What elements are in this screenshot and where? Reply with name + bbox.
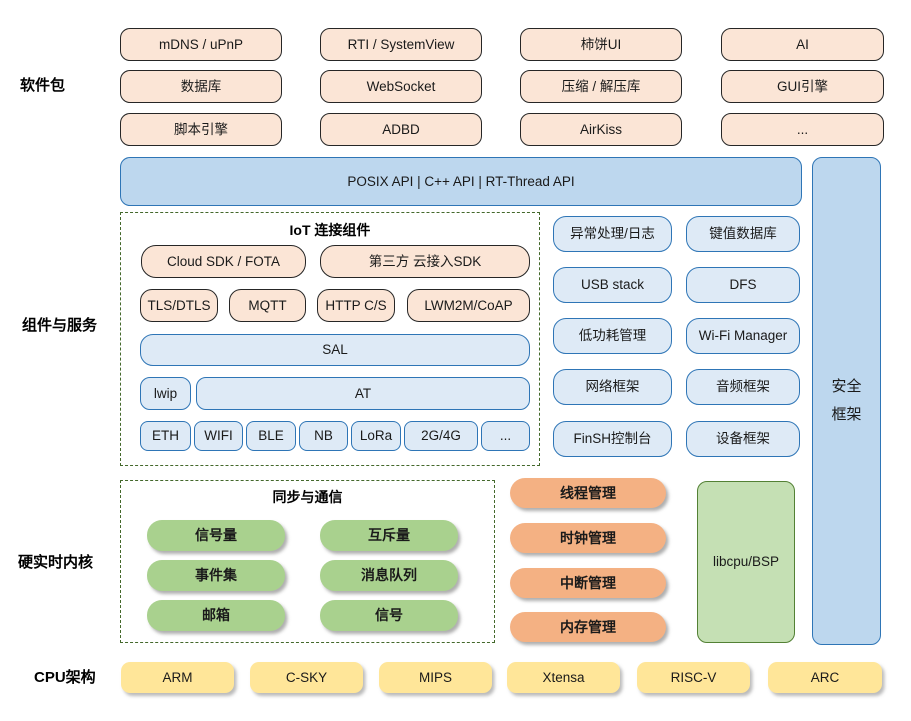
box-mutex: 互斥量 [320,520,458,551]
box-persimmon-ui: 柿饼UI [520,28,682,61]
box-mips: MIPS [379,662,492,693]
box-more-packages: ... [721,113,884,146]
box-ble: BLE [246,421,296,451]
box-nb: NB [299,421,348,451]
box-low-power-mgmt: 低功耗管理 [553,318,672,354]
box-http-cs: HTTP C/S [317,289,395,322]
box-2g-4g: 2G/4G [404,421,478,451]
section-label-software-packages: 软件包 [20,77,66,94]
box-script-engine: 脚本引擎 [120,113,282,146]
box-wifi: WIFI [194,421,243,451]
box-memory-mgmt: 内存管理 [510,612,666,642]
group-iot-title: IoT 连接组件 [289,221,371,238]
box-rti-systemview: RTI / SystemView [320,28,482,61]
box-arc: ARC [768,662,882,693]
box-mqtt: MQTT [229,289,306,322]
box-third-party-cloud-sdk: 第三方 云接入SDK [320,245,530,278]
box-compression-lib: 压缩 / 解压库 [520,70,682,103]
box-adbd: ADBD [320,113,482,146]
box-lwm2m-coap: LWM2M/CoAP [407,289,530,322]
bar-api-layer: POSIX API | C++ API | RT-Thread API [120,157,802,206]
box-c-sky: C-SKY [250,662,363,693]
box-tls-dtls: TLS/DTLS [140,289,218,322]
box-interrupt-mgmt: 中断管理 [510,568,666,598]
box-signal: 信号 [320,600,458,631]
section-label-cpu-arch: CPU架构 [34,669,96,686]
group-sync-communication [120,480,495,643]
box-at: AT [196,377,530,410]
box-database: 数据库 [120,70,282,103]
box-eth: ETH [140,421,191,451]
box-more-links: ... [481,421,530,451]
box-usb-stack: USB stack [553,267,672,303]
box-clock-mgmt: 时钟管理 [510,523,666,553]
box-device-framework: 设备框架 [686,421,800,457]
box-lwip: lwip [140,377,191,410]
box-wifi-manager: Wi-Fi Manager [686,318,800,354]
box-finsh-console: FinSH控制台 [553,421,672,457]
box-gui-engine: GUI引擎 [721,70,884,103]
box-semaphore: 信号量 [147,520,285,551]
box-mdns-upnp: mDNS / uPnP [120,28,282,61]
box-risc-v: RISC-V [637,662,750,693]
box-arm: ARM [121,662,234,693]
box-network-framework: 网络框架 [553,369,672,405]
bar-security-framework: 安全框架 [812,157,881,645]
box-dfs: DFS [686,267,800,303]
box-cloud-sdk-fota: Cloud SDK / FOTA [141,245,306,278]
security-framework-label: 安全框架 [831,378,862,423]
box-websocket: WebSocket [320,70,482,103]
group-sync-title: 同步与通信 [272,488,343,505]
box-libcpu-bsp: libcpu/BSP [697,481,795,643]
box-xtensa: Xtensa [507,662,620,693]
box-kv-database: 键值数据库 [686,216,800,252]
box-sal: SAL [140,334,530,366]
box-audio-framework: 音频框架 [686,369,800,405]
group-iot-connectivity [120,212,540,466]
box-message-queue: 消息队列 [320,560,458,591]
box-exception-log: 异常处理/日志 [553,216,672,252]
section-label-hard-realtime-kernel: 硬实时内核 [18,554,94,571]
box-mailbox: 邮箱 [147,600,285,631]
box-event-set: 事件集 [147,560,285,591]
box-lora: LoRa [351,421,401,451]
box-thread-mgmt: 线程管理 [510,478,666,508]
box-airkiss: AirKiss [520,113,682,146]
section-label-components-services: 组件与服务 [22,317,98,334]
box-ai: AI [721,28,884,61]
